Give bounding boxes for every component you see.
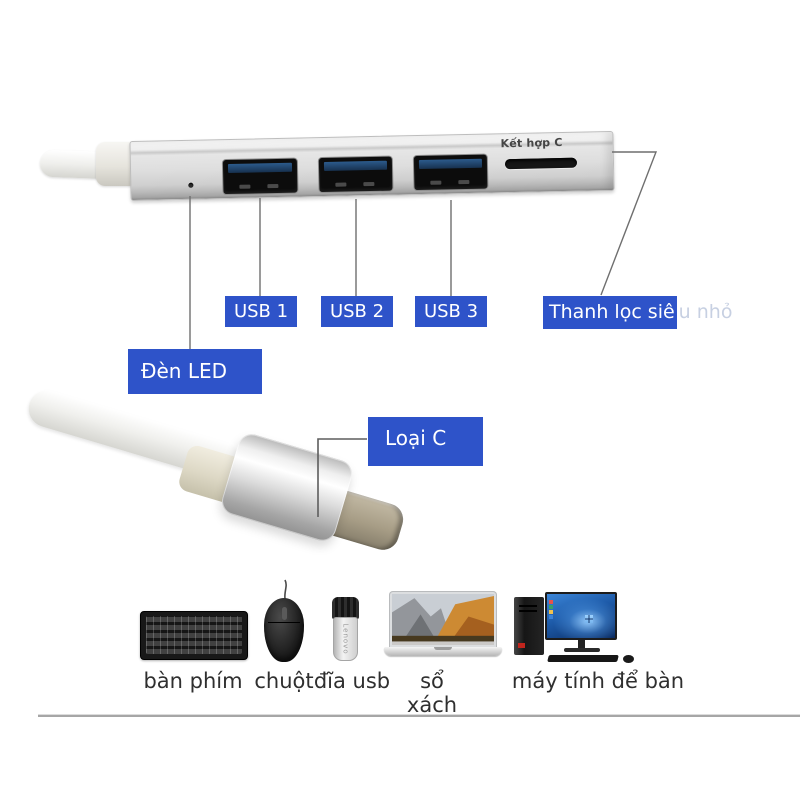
caption-laptop: sổ xách: [406, 669, 458, 717]
desktop-tower: [514, 597, 544, 655]
usb-port-1[interactable]: [222, 158, 298, 195]
card-reader-label-overflow: u nhỏ: [678, 301, 733, 323]
usb-port-3-tongue: [418, 158, 483, 170]
usb-port-3[interactable]: [413, 154, 488, 191]
card-reader-slot[interactable]: [504, 157, 578, 170]
usb-port-2[interactable]: [318, 156, 393, 193]
usb-port-2-tongue: [323, 160, 388, 172]
usb-port-1-tongue: [227, 162, 293, 174]
hub-printed-label: Kết hợp C: [500, 136, 563, 151]
usb-drive-brand: Lenovo: [341, 623, 350, 655]
mouse-icon: [264, 598, 304, 662]
usb1-label: USB 1: [225, 296, 297, 327]
mouse-wheel: [282, 607, 287, 620]
start-menu-tiles: [549, 600, 553, 619]
usb3-label: USB 3: [415, 296, 487, 327]
laptop-icon: [384, 591, 502, 661]
windows-logo: [585, 615, 594, 624]
keyboard-icon: [140, 611, 248, 660]
led-indicator-hole: [188, 182, 194, 188]
usb-drive-body: Lenovo: [333, 617, 358, 661]
led-label: Đèn LED: [128, 349, 262, 394]
bottom-divider: [38, 715, 800, 717]
card-reader-label-highlight: Thanh lọc siê: [543, 296, 677, 329]
laptop-base: [384, 647, 502, 656]
desktop-icon: [512, 592, 634, 664]
usb-drive-cap: [332, 597, 359, 619]
caption-desktop: máy tính để bàn: [511, 669, 685, 693]
caption-mouse: chuột: [254, 669, 314, 693]
usbc-metal-body: [218, 430, 356, 545]
typec-label: Loại C: [368, 417, 483, 466]
tower-logo-badge: [518, 643, 525, 648]
mouse-cable-line: [284, 579, 287, 600]
laptop-screen: [389, 591, 497, 648]
desktop-mouse: [623, 655, 634, 663]
monitor-wallpaper: [547, 594, 615, 638]
usb-hub-body: Kết hợp C: [129, 130, 615, 202]
usb2-label: USB 2: [321, 296, 393, 327]
usb-drive-icon: Lenovo: [332, 597, 359, 661]
caption-keyboard: bàn phím: [143, 669, 243, 693]
laptop-wallpaper: [392, 594, 494, 645]
desktop-keyboard: [547, 655, 619, 662]
caption-usb-drive: đĩa usb: [313, 669, 391, 693]
desktop-monitor: [545, 592, 617, 640]
